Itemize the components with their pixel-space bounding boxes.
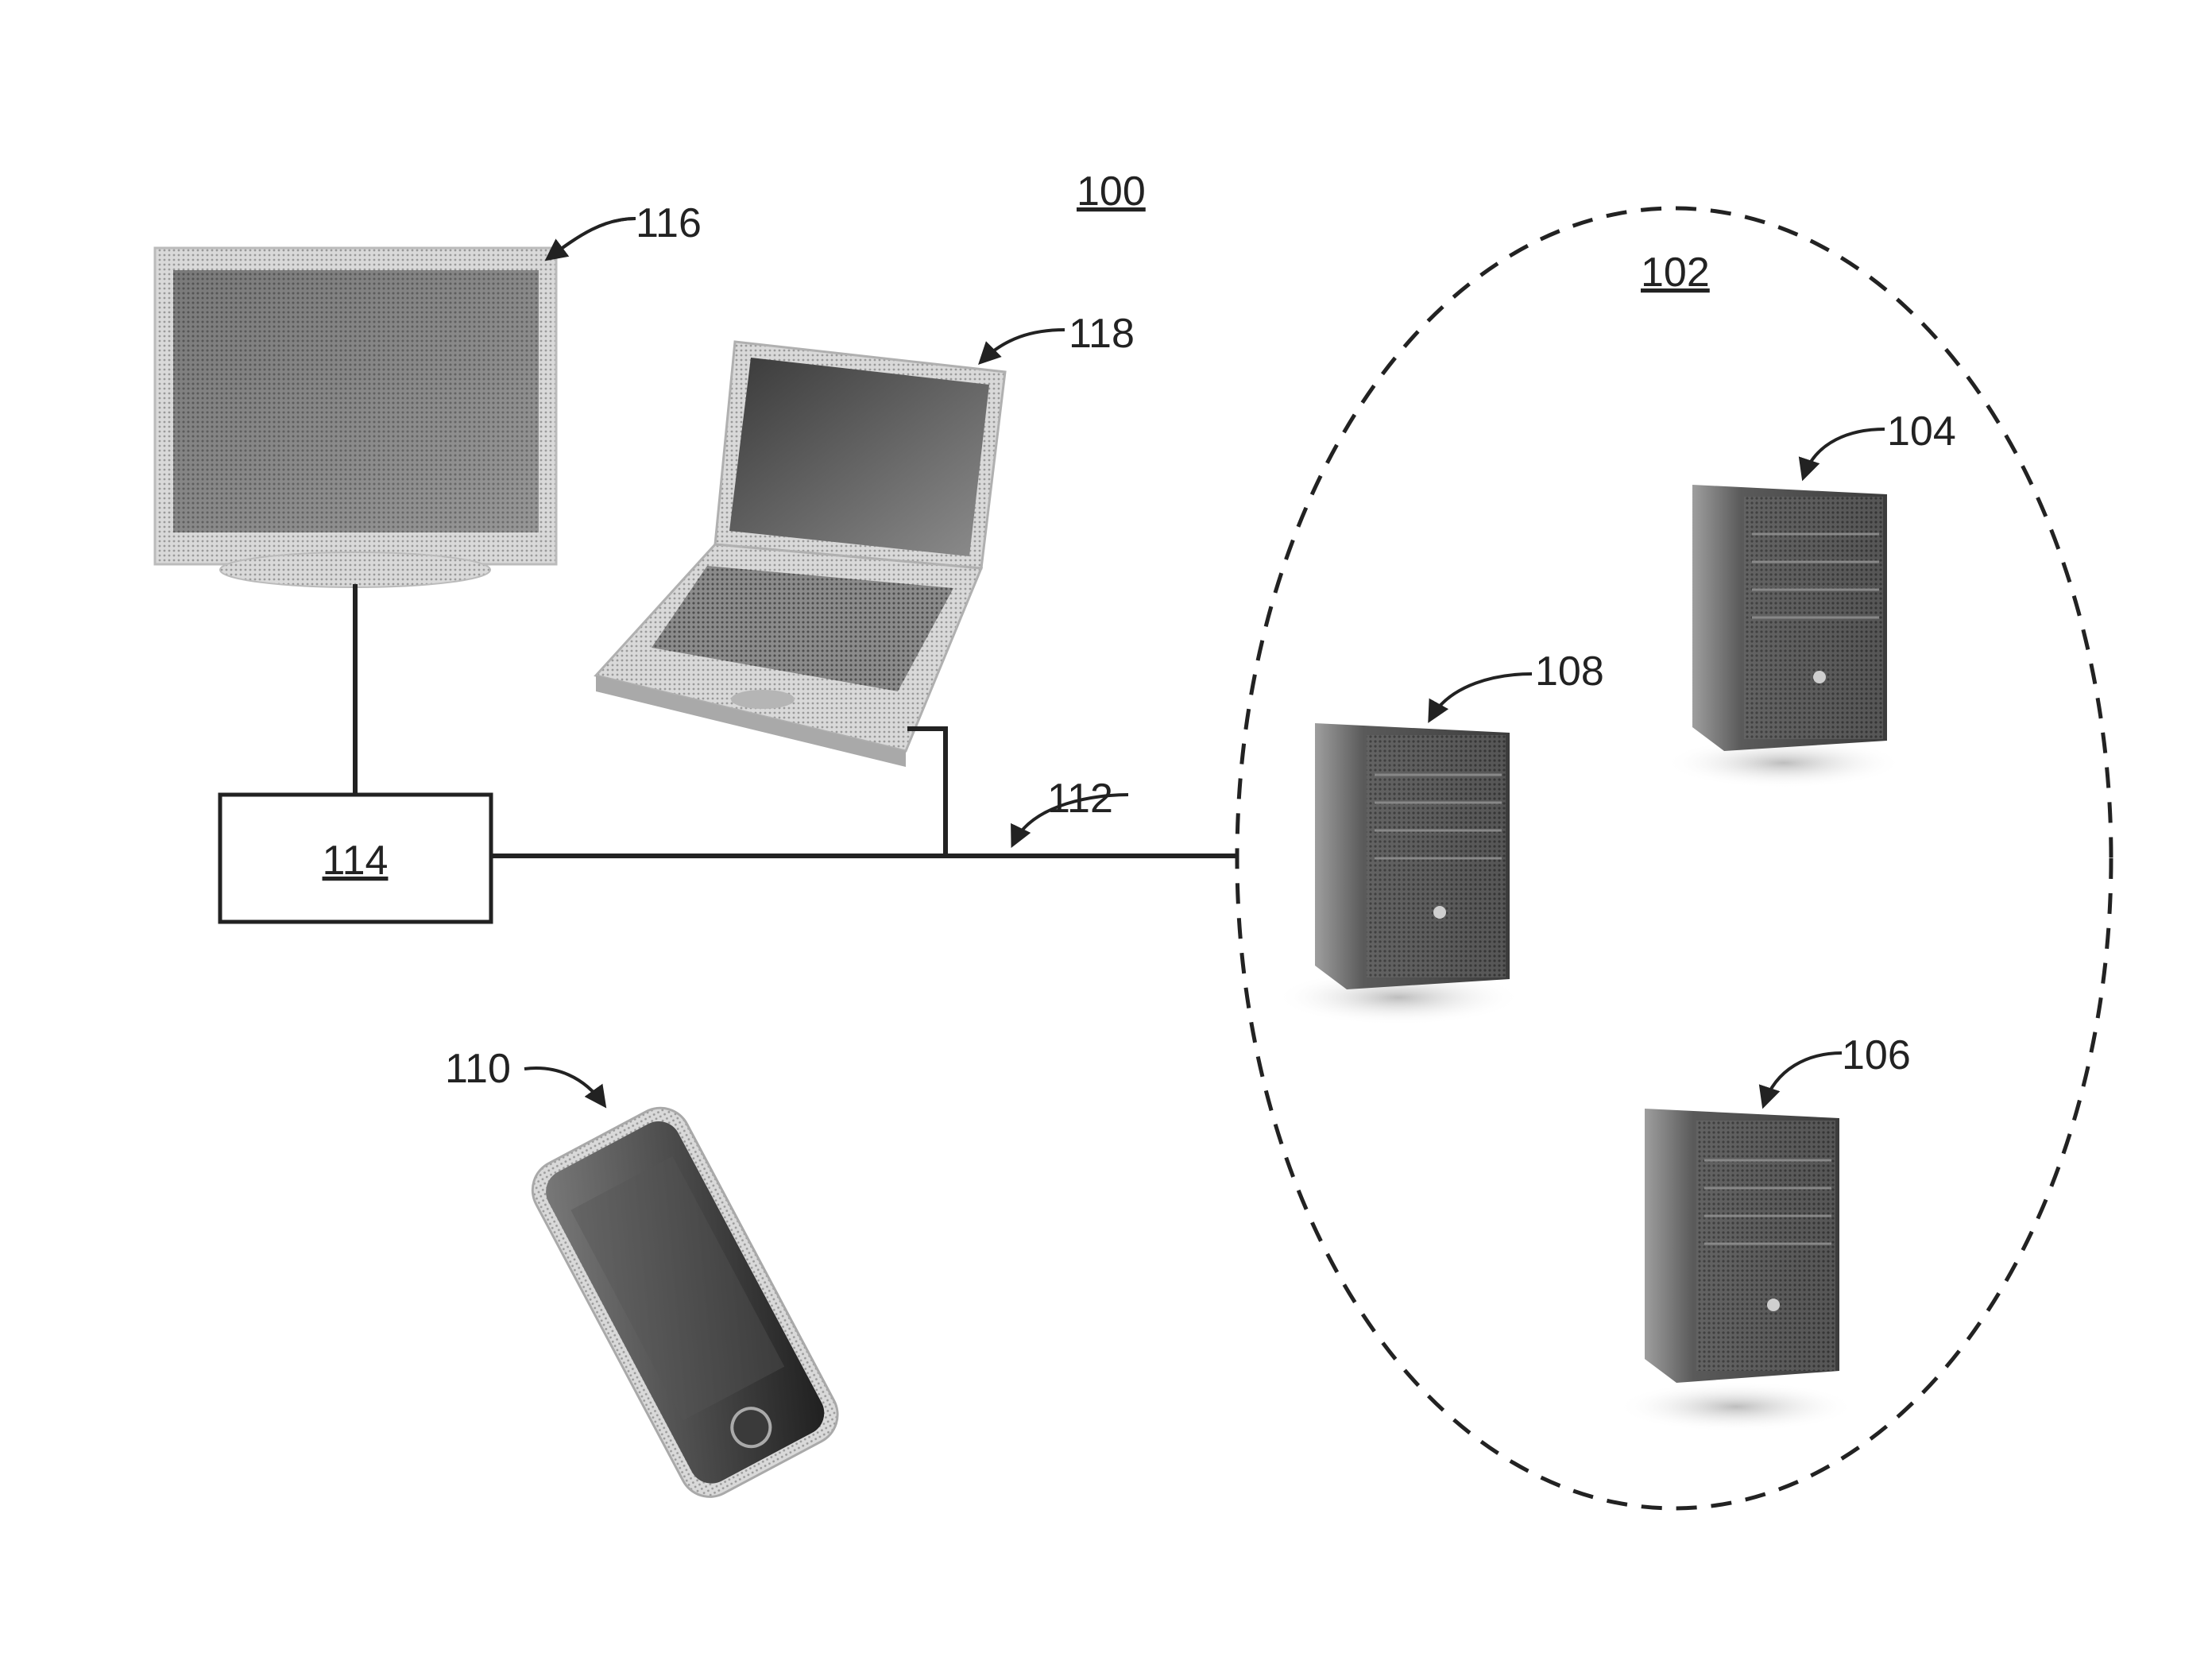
phone-arrow — [524, 1068, 604, 1105]
server-tower-icon — [1275, 723, 1522, 1025]
server-108-arrow — [1430, 674, 1532, 719]
laptop-to-network-line — [907, 729, 946, 856]
laptop-label: 118 — [1069, 311, 1135, 357]
system-label: 100 — [1077, 168, 1146, 215]
server-tower-icon — [1665, 485, 1903, 788]
phone-label: 110 — [445, 1046, 511, 1092]
server-106-arrow — [1764, 1053, 1842, 1105]
monitor-leader-line — [548, 219, 636, 258]
smartphone-icon — [522, 1097, 848, 1508]
cloud-label: 102 — [1641, 250, 1710, 296]
monitor-label: 116 — [636, 200, 702, 246]
server-tower-icon — [1617, 1109, 1855, 1432]
server-108-label: 108 — [1535, 648, 1604, 695]
laptop-icon — [596, 342, 1005, 767]
server-106-label: 106 — [1842, 1032, 1911, 1078]
network-label: 112 — [1047, 776, 1113, 822]
server-104-label: 104 — [1887, 408, 1956, 455]
monitor-icon — [155, 248, 556, 587]
server-104-arrow — [1804, 429, 1885, 477]
monitor-arrow — [548, 219, 636, 258]
laptop-arrow — [981, 330, 1065, 362]
box-label: 114 — [323, 838, 389, 884]
